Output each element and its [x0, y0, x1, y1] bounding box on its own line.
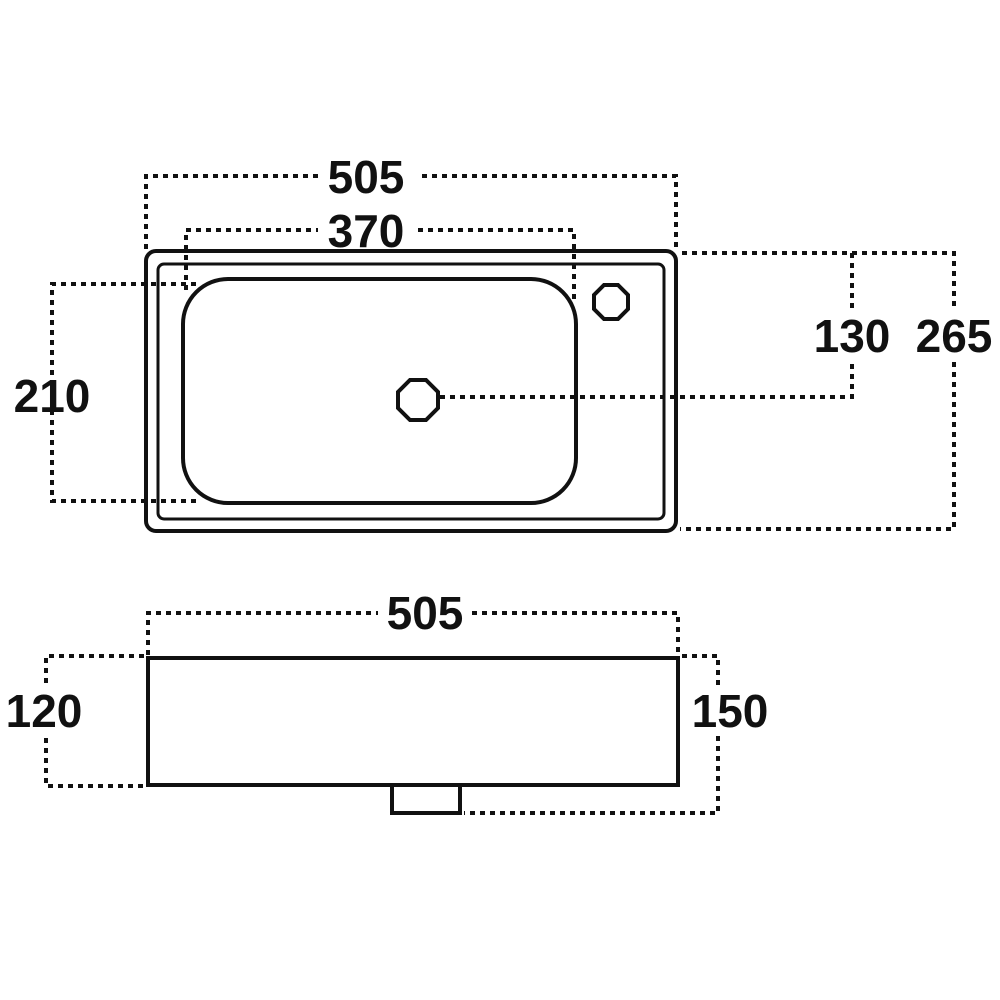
basin-outer-rim: [144, 249, 678, 533]
dim-line-bowl-width: [184, 228, 576, 300]
dim-label-total-height: 150: [692, 685, 769, 737]
basin-inner-rim: [156, 262, 666, 521]
dim-line-bowl-depth: [50, 282, 200, 503]
bowl-outline: [181, 277, 578, 505]
dim-line-body-height: [44, 654, 144, 788]
dim-line-total-height: [464, 654, 720, 815]
dim-label-drain-offset: 130: [814, 310, 891, 362]
dim-label-bowl-width: 370: [328, 205, 405, 257]
drain-hole: [396, 378, 440, 422]
drain-outlet: [390, 783, 462, 815]
dim-label-front-width: 505: [387, 587, 464, 639]
dim-label-bowl-depth: 210: [14, 370, 91, 422]
dim-label-body-height: 120: [6, 685, 83, 737]
dim-line-drain-offset: [440, 251, 854, 399]
front-view: 505 120 150: [6, 587, 769, 815]
dim-line-overall-depth: [680, 251, 956, 531]
dim-line-overall-width: [144, 174, 678, 249]
basin-body: [146, 656, 680, 787]
dim-label-overall-width: 505: [328, 151, 405, 203]
top-view: 505 370 210 130 265: [14, 151, 993, 533]
dim-line-front-width: [146, 611, 680, 655]
tap-hole: [592, 283, 630, 321]
dim-label-overall-depth: 265: [916, 310, 993, 362]
